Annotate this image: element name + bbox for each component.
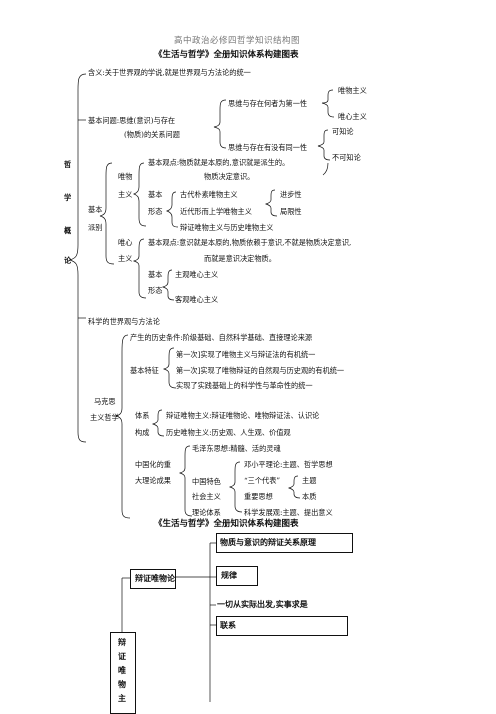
cs-label-3: 理论体系 — [192, 508, 221, 517]
sinicized-label-1: 中国化的重 — [135, 460, 171, 469]
marxism-label-2: 主义哲学 — [90, 413, 119, 422]
title-2: 《生活与哲学》全册知识体系构建图表 — [154, 519, 299, 529]
vertical-char-2: 证 — [118, 651, 126, 661]
ide-forms-1: 基本 — [148, 270, 163, 279]
three-theme: 主题 — [302, 476, 317, 485]
ancient-materialism: 古代朴素唯物主义 — [180, 190, 238, 199]
mat-forms-2: 形态 — [148, 207, 163, 216]
schools-label-2: 派别 — [88, 223, 103, 232]
basic-features-label: 基本特征 — [130, 366, 159, 375]
idealism-label-2: 主义 — [118, 254, 133, 263]
materialism-view-2: 物质决定意识。 — [204, 172, 255, 181]
three-represents: “三个代表” — [244, 476, 281, 485]
vertical-title-2: 学 — [64, 193, 72, 202]
vertical-char-5: 主 — [118, 693, 126, 703]
idealism-view-2: 而就是意识决定物质。 — [204, 254, 276, 263]
seek-truth-label: 一切从实际出发,实事求是 — [217, 599, 308, 609]
first-nature: 思维与存在何者为第一性 — [228, 99, 308, 108]
box-vertical-dialectical: 辩 证 唯 物 主 — [110, 632, 136, 714]
materialism-label-1: 唯物 — [118, 172, 133, 181]
historical-conditions: 产生的历史条件:阶级基础、自然科学基础、直接理论来源 — [130, 333, 313, 342]
vertical-title-3: 概 — [64, 226, 72, 235]
mao-thought: 毛泽东思想:精髓、活的灵魂 — [192, 444, 281, 453]
marxism-label-1: 马克思 — [94, 397, 116, 406]
title-1: 《生活与哲学》全册知识体系构建图表 — [154, 50, 299, 60]
schools-label-1: 基本 — [88, 205, 103, 214]
system-label-2: 构成 — [135, 428, 150, 437]
idealism-label-1: 唯心 — [118, 238, 133, 247]
box-matter-consciousness: 物质与意识的辩证关系原理 — [216, 533, 353, 553]
vertical-title-4: 论 — [64, 256, 72, 265]
mat-forms-1: 基本 — [148, 190, 163, 199]
system-historical: 历史唯物主义:历史观、人生观、价值观 — [166, 428, 291, 437]
identity: 思维与存在有没有同一性 — [228, 143, 308, 152]
materialism-label-2: 主义 — [118, 190, 133, 199]
sinicized-label-2: 大理论成果 — [135, 476, 171, 485]
scientific-development: 科学发展观:主题、提出意义 — [244, 508, 333, 517]
deng-theory: 邓小平理论:主题、哲学思想 — [244, 460, 333, 469]
feature-1: 第一次]实现了唯物主义与辩证法的有机统一 — [176, 350, 316, 359]
objective-idealism: 客观唯心主义 — [175, 295, 219, 304]
system-label-1: 体系 — [135, 411, 150, 420]
ide-forms-2: 形态 — [148, 286, 163, 295]
knowable: 可知论 — [332, 127, 354, 136]
materialism-view: 基本观点:物质就是本原的,意识就是派生的。 — [148, 158, 290, 167]
progressiveness: 进步性 — [280, 190, 302, 199]
idealism: 唯心主义 — [338, 112, 367, 121]
unknowable: 不可知论 — [332, 153, 361, 162]
vertical-char-3: 唯 — [118, 665, 126, 675]
vertical-char-1: 辩 — [118, 637, 126, 647]
subjective-idealism: 主观唯心主义 — [175, 270, 219, 279]
important-thought: 重要思想 — [244, 492, 273, 501]
idealism-view: 基本观点:意识就是本原的,物质依赖于意识,不就是物质决定意识, — [148, 238, 352, 247]
cs-label-1: 中国特色 — [192, 477, 221, 486]
basic-question-label: 基本问题:思维(意识)与存在 — [88, 116, 176, 125]
box-law: 规律 — [216, 566, 258, 586]
connection-label: 联系 — [220, 620, 236, 630]
feature-2: 第一次]实现了唯物辩证的自然观与历史观的有机统一 — [176, 366, 345, 375]
scientific-worldview: 科学的世界观与方法论 — [88, 317, 160, 326]
limitation: 局限性 — [280, 207, 302, 216]
content-meaning: 含义:关于世界观的学说,就是世界观与方法论的统一 — [88, 68, 251, 77]
dialectical-materialism-label: 辩证唯物论 — [135, 573, 175, 583]
law-label: 规律 — [221, 570, 237, 580]
page-header: 高中政治必修四哲学知识结构图 — [174, 36, 301, 46]
box-connection: 联系 — [216, 616, 348, 636]
feature-3: 实现了实践基础上的科学性与革命性的统一 — [176, 381, 313, 390]
system-dialectical: 辩证唯物主义:辩证唯物论、唯物辩证法、认识论 — [166, 411, 320, 420]
basic-question-label-2: (物质)的关系问题 — [124, 130, 180, 139]
cs-label-2: 社会主义 — [192, 492, 221, 501]
three-essence: 本质 — [302, 492, 317, 501]
vertical-title-1: 哲 — [64, 160, 72, 169]
vertical-char-4: 物 — [118, 679, 126, 689]
dialectical-materialism: 辩证唯物主义与历史唯物主义 — [180, 223, 274, 232]
matter-consciousness-label: 物质与意识的辩证关系原理 — [220, 537, 316, 547]
metaphysical-materialism: 近代形而上学唯物主义 — [180, 207, 252, 216]
materialism: 唯物主义 — [338, 86, 367, 95]
box-dialectical-materialism: 辩证唯物论 — [130, 569, 176, 589]
